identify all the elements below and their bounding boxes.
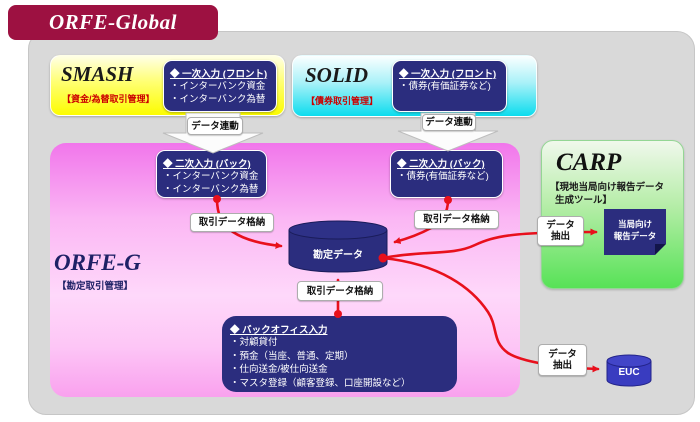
solid-primary-input-box: ◆ 一次入力 (フロント) ・債券(有価証券など) — [392, 60, 507, 112]
backoffice-item: ・対顧貸付 — [230, 337, 278, 348]
primary-input-heading: ◆ 一次入力 (フロント) — [170, 69, 268, 80]
orfeg-title: ORFE-G — [54, 250, 141, 275]
backoffice-heading: ◆ バックオフィス入力 — [230, 325, 328, 336]
extract-label-line1: データ — [546, 220, 575, 231]
report-data-line2: 報告データ — [613, 231, 657, 241]
primary-input-item: ・インターバンク為替 — [170, 94, 266, 105]
account-database-cylinder: 勘定データ — [288, 220, 388, 274]
smash-title: SMASH — [61, 62, 134, 86]
carp-subtitle: 【現地当局向け報告データ 生成ツール】 — [550, 181, 664, 207]
note-fold-corner — [655, 244, 666, 255]
secondary-input-item: ・債券(有価証券など) — [397, 171, 489, 182]
store-label-left: 取引データ格納 — [190, 213, 274, 232]
backoffice-item: ・マスタ登録（顧客登録、口座開設など） — [230, 377, 411, 389]
carp-subtitle-line2: 生成ツール】 — [555, 195, 613, 206]
secondary-input-item: ・インターバンク為替 — [163, 184, 259, 195]
carp-subtitle-line1: 【現地当局向け報告データ — [550, 182, 665, 193]
backoffice-item: ・預金（当座、普通、定期） — [230, 350, 354, 362]
extract-label-line2: 抽出 — [550, 231, 570, 242]
secondary-input-item: ・インターバンク資金 — [163, 171, 259, 182]
carp-title: CARP — [556, 149, 622, 176]
extract-label-line1: データ — [548, 349, 577, 360]
extract-label-line2: 抽出 — [552, 360, 572, 371]
euc-cylinder: EUC — [606, 354, 652, 388]
data-link-label-left: データ連動 — [187, 117, 243, 135]
smash-subtitle: 【資金/為替取引管理】 — [62, 94, 155, 104]
extract-label-euc: データ 抽出 — [538, 344, 587, 376]
report-data-label: 当局向け 報告データ — [604, 218, 666, 242]
secondary-input-heading: ◆ 二次入力 (バック) — [397, 159, 485, 170]
extract-label-carp: データ 抽出 — [537, 216, 584, 246]
secondary-input-left-box: ◆ 二次入力 (バック) ・インターバンク資金 ・インターバンク為替 — [156, 150, 267, 198]
report-data-note: 当局向け 報告データ — [604, 209, 666, 255]
store-label-bottom: 取引データ格納 — [297, 281, 383, 301]
primary-input-item: ・インターバンク資金 — [170, 81, 266, 92]
solid-subtitle: 【債券取引管理】 — [306, 96, 379, 106]
primary-input-item: ・債券(有価証券など) — [399, 81, 491, 92]
backoffice-input-box: ◆ バックオフィス入力 ・対顧貸付 ・預金（当座、普通、定期） ・仕向送金/被仕… — [222, 316, 457, 392]
data-link-label-right: データ連動 — [422, 114, 476, 131]
backoffice-item: ・仕向送金/被仕向送金 — [230, 364, 328, 375]
secondary-input-heading: ◆ 二次入力 (バック) — [163, 159, 251, 170]
primary-input-heading: ◆ 一次入力 (フロント) — [399, 69, 497, 80]
title-banner: ORFE-Global — [8, 5, 218, 40]
account-database-label: 勘定データ — [313, 250, 363, 261]
page-title: ORFE-Global — [48, 10, 177, 34]
cylinder-shape — [288, 220, 388, 273]
secondary-input-right-box: ◆ 二次入力 (バック) ・債券(有価証券など) — [390, 150, 503, 198]
report-data-line1: 当局向け — [617, 219, 652, 229]
smash-primary-input-box: ◆ 一次入力 (フロント) ・インターバンク資金 ・インターバンク為替 — [163, 60, 277, 112]
cylinder-shape — [606, 354, 652, 387]
euc-label: EUC — [618, 367, 640, 378]
store-label-right: 取引データ格納 — [414, 210, 499, 229]
solid-title: SOLID — [305, 63, 369, 87]
orfeg-subtitle: 【勘定取引管理】 — [57, 281, 134, 292]
